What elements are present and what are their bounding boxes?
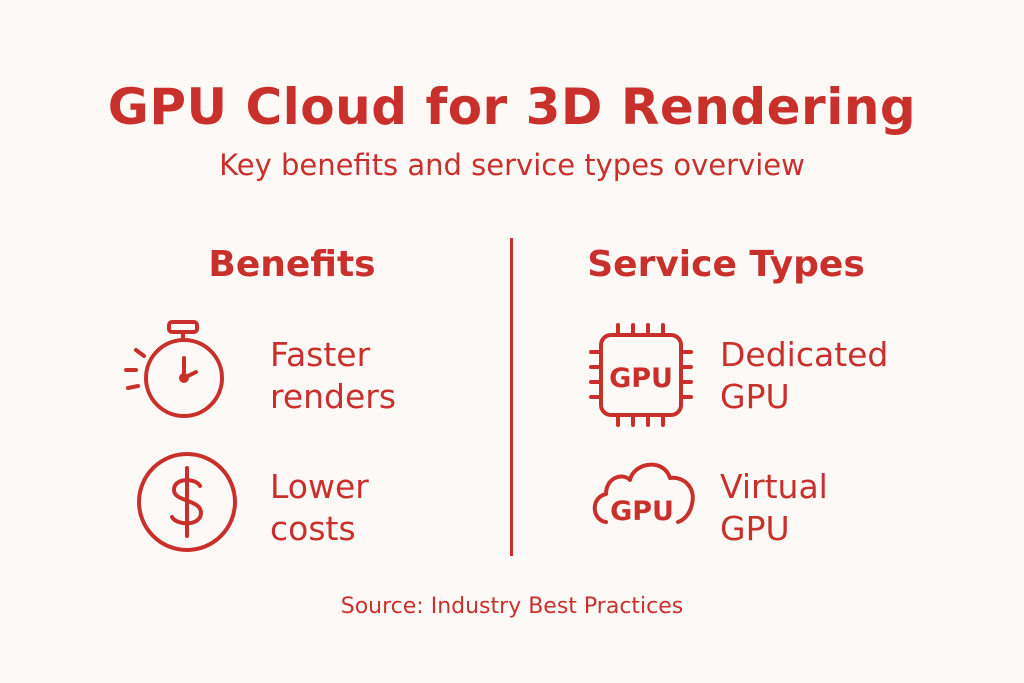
stopwatch-icon xyxy=(124,320,224,418)
page-title: GPU Cloud for 3D Rendering xyxy=(107,78,917,136)
source-note: Source: Industry Best Practices xyxy=(340,594,684,619)
gpu-cloud-icon: GPU xyxy=(592,462,695,527)
gpu-chip-label: GPU xyxy=(609,363,673,394)
service-text-line: Dedicated xyxy=(720,335,889,374)
benefit-text-line: costs xyxy=(270,509,356,548)
benefits-heading: Benefits xyxy=(208,244,376,285)
column-divider xyxy=(510,238,513,556)
service-dedicated-gpu: Dedicated GPU xyxy=(720,334,888,418)
service-text-line: GPU xyxy=(720,377,790,416)
dollar-icon xyxy=(137,452,237,552)
benefit-text-line: Lower xyxy=(270,467,369,506)
benefit-lower-costs: Lower costs xyxy=(270,466,369,550)
benefit-faster-renders: Faster renders xyxy=(270,334,396,418)
page-subtitle: Key benefits and service types overview xyxy=(219,148,805,182)
benefit-text-line: Faster xyxy=(270,335,371,374)
gpu-cloud-label: GPU xyxy=(610,496,674,527)
service-virtual-gpu: Virtual GPU xyxy=(720,466,828,550)
service-types-heading: Service Types xyxy=(587,244,865,285)
benefit-text-line: renders xyxy=(270,377,397,416)
service-text-line: GPU xyxy=(720,509,790,548)
service-text-line: Virtual xyxy=(720,467,828,506)
gpu-chip-icon: GPU xyxy=(589,323,693,427)
